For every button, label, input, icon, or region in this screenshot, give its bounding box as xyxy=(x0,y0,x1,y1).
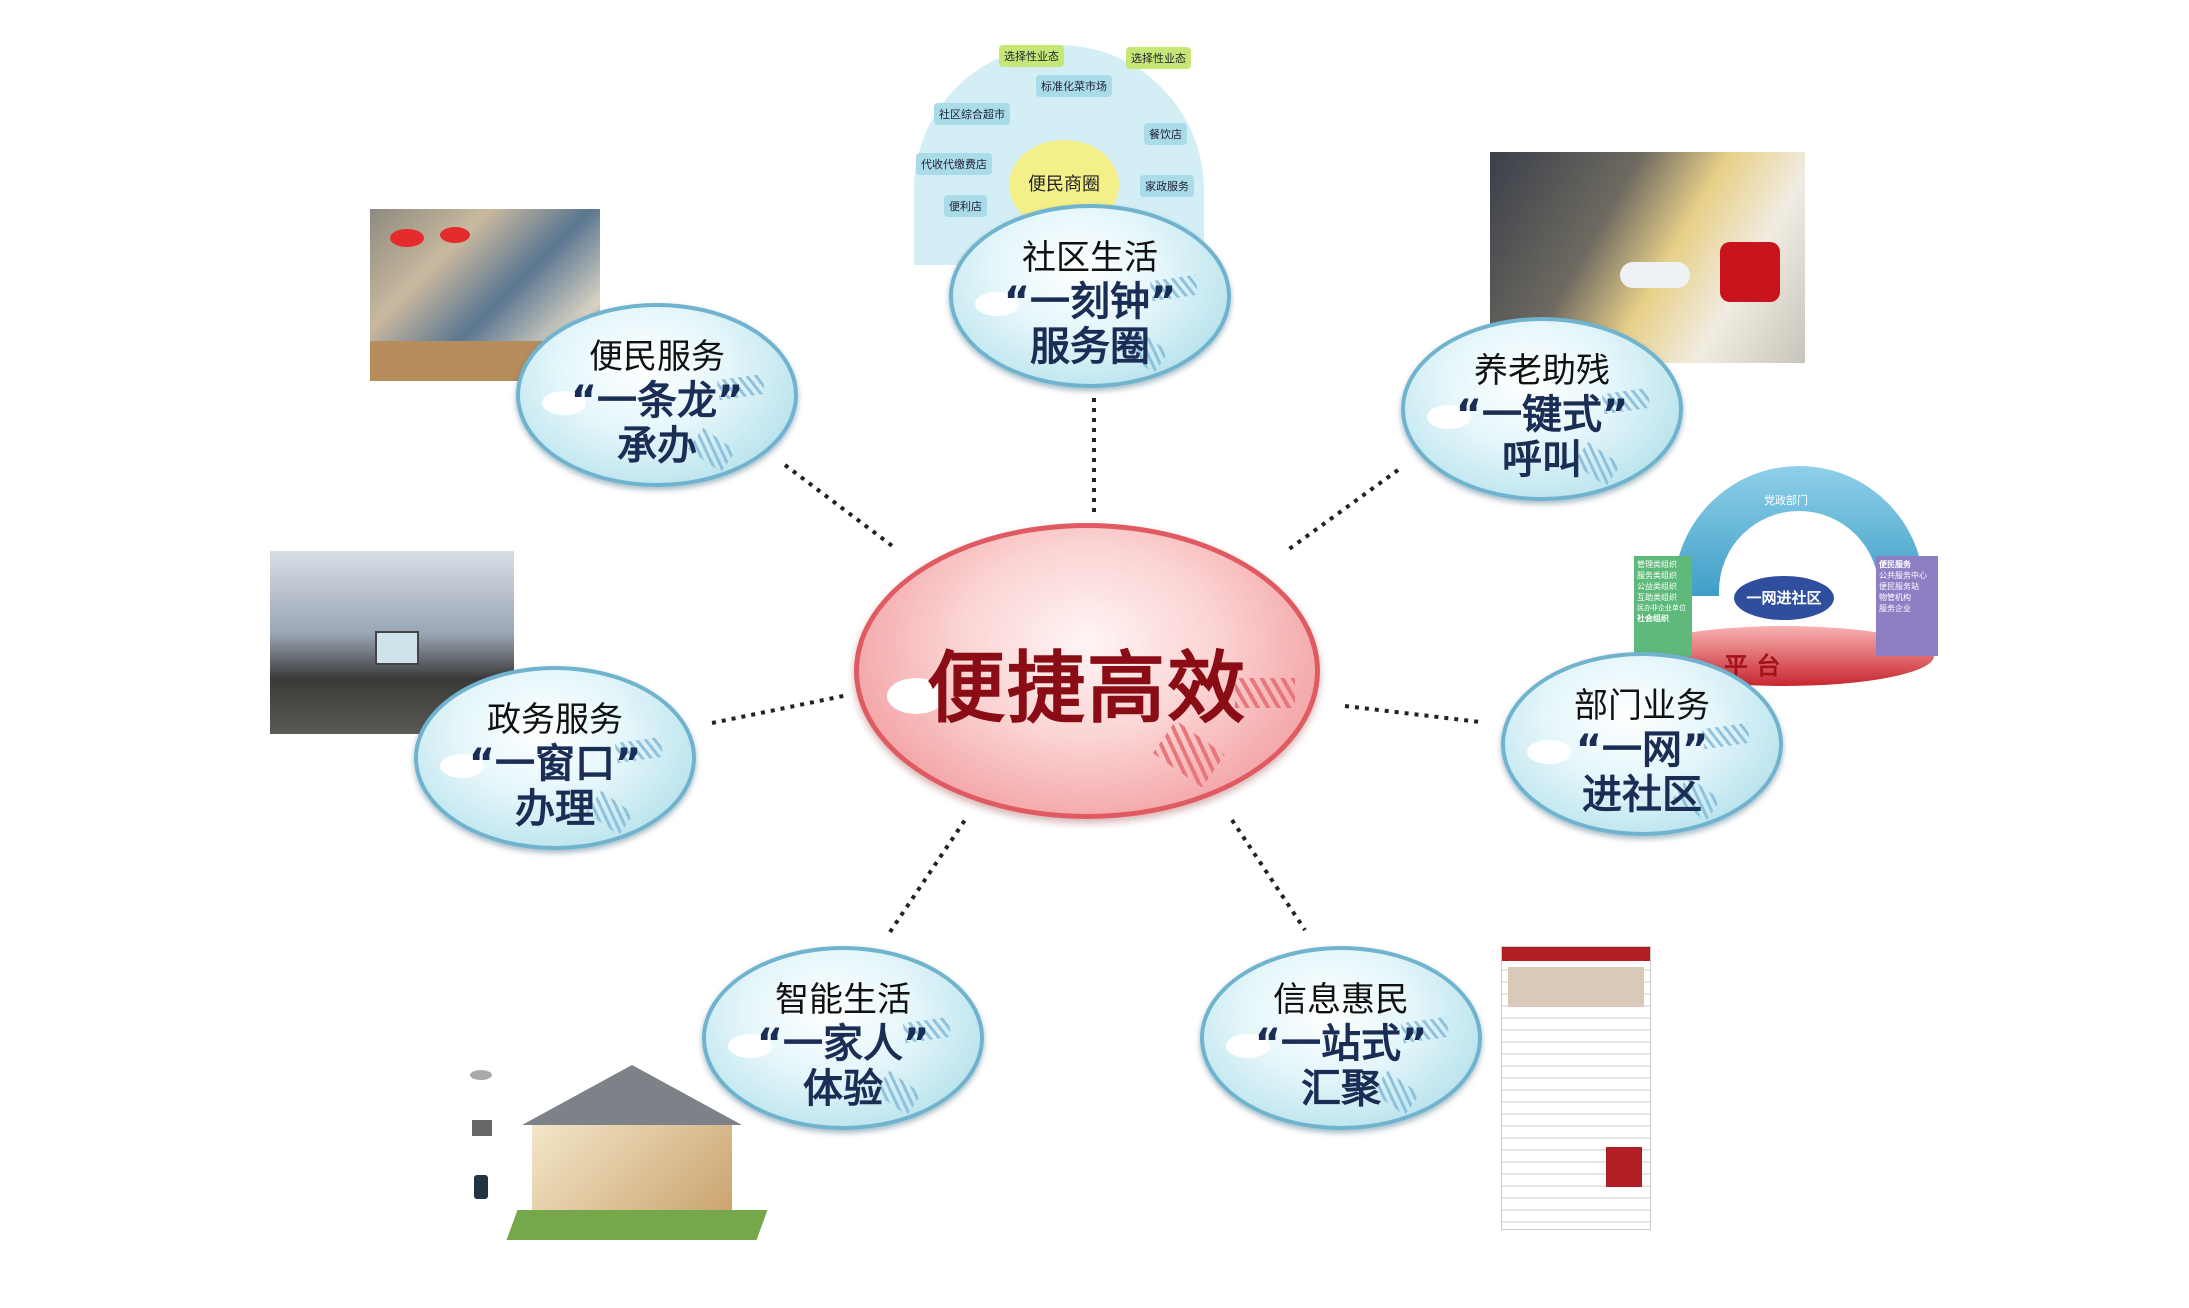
connector-bumen xyxy=(1344,704,1481,724)
node-convenience-service: 便民服务 “一条龙” 承办 xyxy=(516,303,798,487)
node-line2: 体验 xyxy=(803,1066,883,1112)
segment-label: 选择性业态 xyxy=(1126,47,1191,69)
node-line2: 进社区 xyxy=(1582,772,1702,818)
segment-label: 代收代缴费店 xyxy=(916,153,992,175)
connector-zhineng xyxy=(888,818,967,934)
node-department-business: 部门业务 “一网” 进社区 xyxy=(1501,652,1783,836)
node-line1: “一条龙” xyxy=(570,378,744,424)
node-line1: “一网” xyxy=(1575,727,1709,773)
panel-item: 服务企业 xyxy=(1879,604,1911,613)
node-elderly-disabled: 养老助残 “一键式” 呼叫 xyxy=(1401,317,1683,501)
info-portal-screenshot xyxy=(1501,946,1651,1230)
segment-label: 家政服务 xyxy=(1140,175,1194,197)
node-line2: 承办 xyxy=(617,423,697,469)
panel-item: 公共服务中心 xyxy=(1879,571,1927,580)
panel-item: 公益类组织 xyxy=(1637,582,1677,591)
node-information-benefit: 信息惠民 “一站式” 汇聚 xyxy=(1200,946,1482,1130)
convenience-service-panel: 便民服务 公共服务中心 便民服务站 物管机构 服务企业 xyxy=(1876,556,1938,656)
connector-xinxi xyxy=(1230,818,1307,932)
node-line1: “一键式” xyxy=(1455,392,1629,438)
panel-item: 互助类组织 xyxy=(1637,593,1677,602)
node-community-life: 社区生活 “一刻钟” 服务圈 xyxy=(949,204,1231,388)
segment-label: 标准化菜市场 xyxy=(1036,75,1112,97)
platform-center-label: 一网进社区 xyxy=(1734,576,1834,620)
node-title: 智能生活 xyxy=(775,980,911,1020)
convenience-business-circle-graphic: 选择性业态 标准化菜市场 选择性业态 社区综合超市 餐饮店 代收代缴费店 家政服… xyxy=(904,35,1214,265)
panel-item: 民办非企业单位 xyxy=(1637,604,1686,612)
node-title: 信息惠民 xyxy=(1273,980,1409,1020)
node-line2: 服务圈 xyxy=(1030,324,1150,370)
node-line1: “一窗口” xyxy=(468,741,642,787)
panel-item: 便民服务站 xyxy=(1879,582,1919,591)
node-line1: “一家人” xyxy=(756,1021,930,1067)
segment-label: 社区综合超市 xyxy=(934,103,1010,125)
node-smart-life: 智能生活 “一家人” 体验 xyxy=(702,946,984,1130)
social-org-panel: 管理类组织 服务类组织 公益类组织 互助类组织 民办非企业单位 社会组织 xyxy=(1634,556,1692,656)
segment-label: 便利店 xyxy=(944,195,987,217)
node-line1: “一站式” xyxy=(1254,1021,1428,1067)
node-line2: 办理 xyxy=(515,786,595,832)
arch-label: 党政部门 xyxy=(1764,494,1808,507)
node-title: 养老助残 xyxy=(1474,351,1610,391)
panel-title: 社会组织 xyxy=(1637,614,1669,623)
segment-label: 餐饮店 xyxy=(1144,123,1187,145)
panel-item: 物管机构 xyxy=(1879,593,1911,602)
center-title: 便捷高效 xyxy=(926,644,1247,734)
node-title: 社区生活 xyxy=(1022,238,1158,278)
smart-home-house-graphic xyxy=(452,1045,819,1250)
panel-item: 服务类组织 xyxy=(1637,571,1677,580)
node-title: 政务服务 xyxy=(487,700,623,740)
center-node: 便捷高效 xyxy=(854,523,1320,819)
node-title: 便民服务 xyxy=(589,337,725,377)
node-line2: 汇聚 xyxy=(1301,1066,1381,1112)
panel-item: 管理类组织 xyxy=(1637,560,1677,569)
connector-zhengwu xyxy=(711,693,849,725)
panel-title: 便民服务 xyxy=(1879,560,1911,569)
node-title: 部门业务 xyxy=(1574,686,1710,726)
segment-label: 选择性业态 xyxy=(999,45,1064,67)
node-government-service: 政务服务 “一窗口” 办理 xyxy=(414,666,696,850)
connector-bianmin xyxy=(783,463,897,550)
node-line2: 呼叫 xyxy=(1502,437,1582,483)
connector-yanglao xyxy=(1283,468,1400,554)
node-line1: “一刻钟” xyxy=(1003,279,1177,325)
